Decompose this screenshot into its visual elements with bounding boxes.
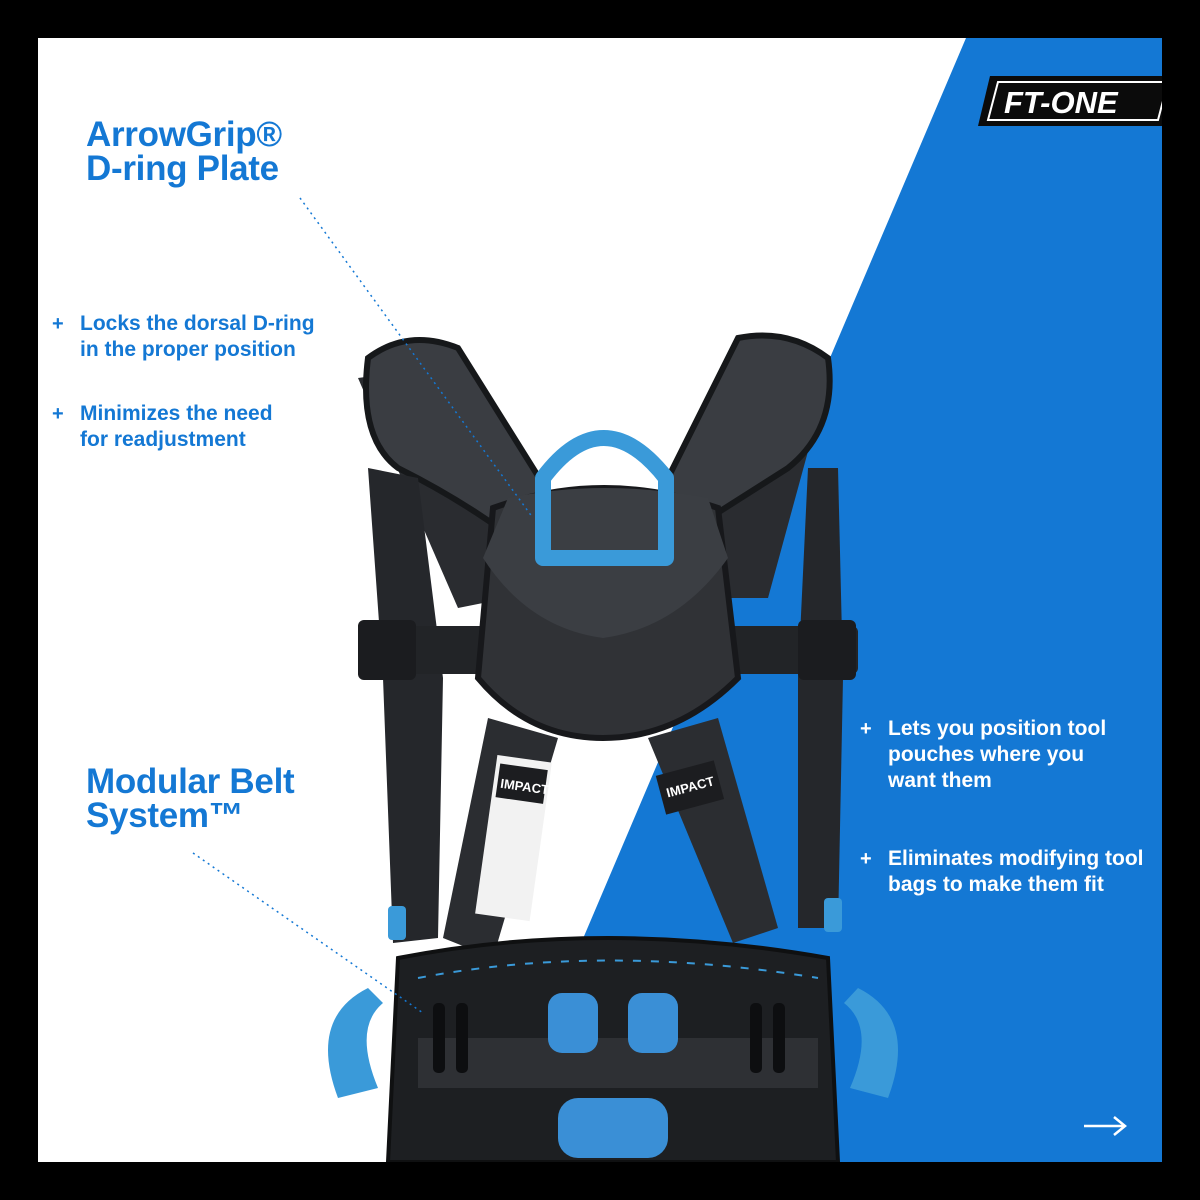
svg-text:FT-ONE: FT-ONE: [1004, 85, 1119, 120]
bullet-text-line1: Lets you position tool: [888, 717, 1107, 740]
belt-heading-line2: System™: [86, 796, 244, 835]
bullet-text-line1: Eliminates modifying tool: [888, 847, 1144, 870]
plus-icon: +: [860, 718, 872, 740]
right-side-d-ring: [844, 988, 898, 1098]
dring-heading: ArrowGrip® D-ring Plate: [86, 115, 282, 188]
bullet-text-line2: pouches where you: [888, 743, 1085, 766]
plus-icon: +: [860, 848, 872, 870]
d-ring: [535, 430, 674, 566]
impact-label-left: IMPACT: [499, 776, 550, 798]
left-leg-strap: [368, 468, 443, 943]
ft-one-logo: FT-ONE: [978, 76, 1162, 126]
dring-heading-line2: D-ring Plate: [86, 149, 279, 188]
bullet-text-line1: Locks the dorsal D-ring: [80, 312, 315, 335]
belt-bullet-2: + Eliminates modifying tool bags to make…: [860, 846, 1144, 898]
arrow-right-icon[interactable]: [1082, 1114, 1128, 1138]
plus-icon: +: [52, 313, 64, 335]
bullet-text-line1: Minimizes the need: [80, 402, 273, 425]
bullet-text-line2: for readjustment: [80, 428, 246, 451]
impact-tag-right: [655, 760, 725, 815]
dring-heading-line1: ArrowGrip®: [86, 115, 282, 154]
plus-icon: +: [52, 403, 64, 425]
harness-illustration: IMPACT IMPACT: [192, 38, 1162, 1162]
belt-heading-line1: Modular Belt: [86, 762, 295, 801]
left-side-d-ring: [328, 988, 383, 1098]
belt-bullet-1: + Lets you position tool pouches where y…: [860, 716, 1106, 794]
bullet-text-line2: bags to make them fit: [888, 873, 1104, 896]
slide: IMPACT IMPACT FT-ONE: [38, 38, 1162, 1162]
bullet-text-line3: want them: [888, 769, 992, 792]
dring-bullet-1: + Locks the dorsal D-ring in the proper …: [52, 311, 315, 363]
right-shoulder-pad: [654, 332, 833, 543]
dring-bullet-2: + Minimizes the need for readjustment: [52, 401, 273, 453]
belt-heading: Modular Belt System™: [86, 762, 295, 835]
right-leg-strap: [798, 468, 843, 928]
bullet-text-line2: in the proper position: [80, 338, 296, 361]
